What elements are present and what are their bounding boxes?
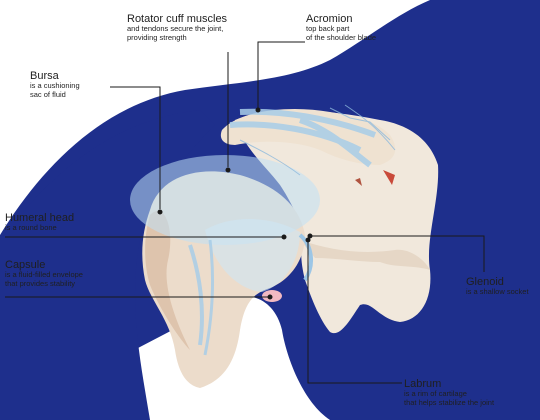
glenoid-desc-1: is a shallow socket: [466, 287, 529, 297]
capsule-title: Capsule: [5, 259, 46, 271]
leader-lines: [5, 41, 485, 384]
label-capsule: Capsule is a fluid-filled envelope that …: [5, 259, 125, 288]
acromion-title: Acromion: [306, 13, 353, 25]
label-humeral-head: Humeral head is a round bone: [5, 212, 105, 233]
rotator-cuff-tendons: [188, 108, 377, 356]
label-labrum: Labrum is a rim of cartilage that helps …: [404, 378, 536, 407]
labrum-desc-2: that helps stabilize the joint: [404, 397, 495, 407]
humeral-head-title: Humeral head: [5, 212, 75, 224]
acromion-desc-1: top back part: [306, 24, 350, 34]
acromion-desc-2: of the shoulder blade: [306, 32, 377, 42]
humerus-shading: [145, 211, 190, 350]
rotator-cuff-title: Rotator cuff muscles: [127, 13, 228, 25]
label-rotator-cuff: Rotator cuff muscles and tendons secure …: [127, 13, 267, 42]
label-acromion: Acromion top back part of the shoulder b…: [306, 13, 426, 42]
rotator-cuff-desc-2: providing strength: [127, 32, 187, 42]
bursa-title: Bursa: [30, 70, 59, 82]
label-bursa: Bursa is a cushioning sac of fluid: [30, 70, 120, 99]
red-detail-2: [355, 178, 362, 186]
glenoid-title: Glenoid: [466, 276, 504, 288]
capsule-desc-2: that provides stability: [5, 278, 76, 288]
rotator-cuff-desc-1: and tendons secure the joint,: [127, 24, 224, 34]
labrum-title: Labrum: [404, 378, 442, 390]
capsule-desc-1: is a fluid-filled envelope: [5, 270, 83, 280]
bursa-desc-1: is a cushioning: [30, 81, 80, 91]
humeral-head-desc-1: is a round bone: [5, 223, 57, 233]
scapula-shading: [300, 240, 430, 270]
red-detail: [383, 170, 395, 185]
label-glenoid: Glenoid is a shallow socket: [466, 276, 538, 297]
tendon-fibers: [239, 104, 396, 176]
bursa-desc-2: sac of fluid: [30, 89, 66, 99]
labrum-desc-1: is a rim of cartilage: [404, 389, 467, 399]
glenoid-socket: [298, 233, 313, 282]
